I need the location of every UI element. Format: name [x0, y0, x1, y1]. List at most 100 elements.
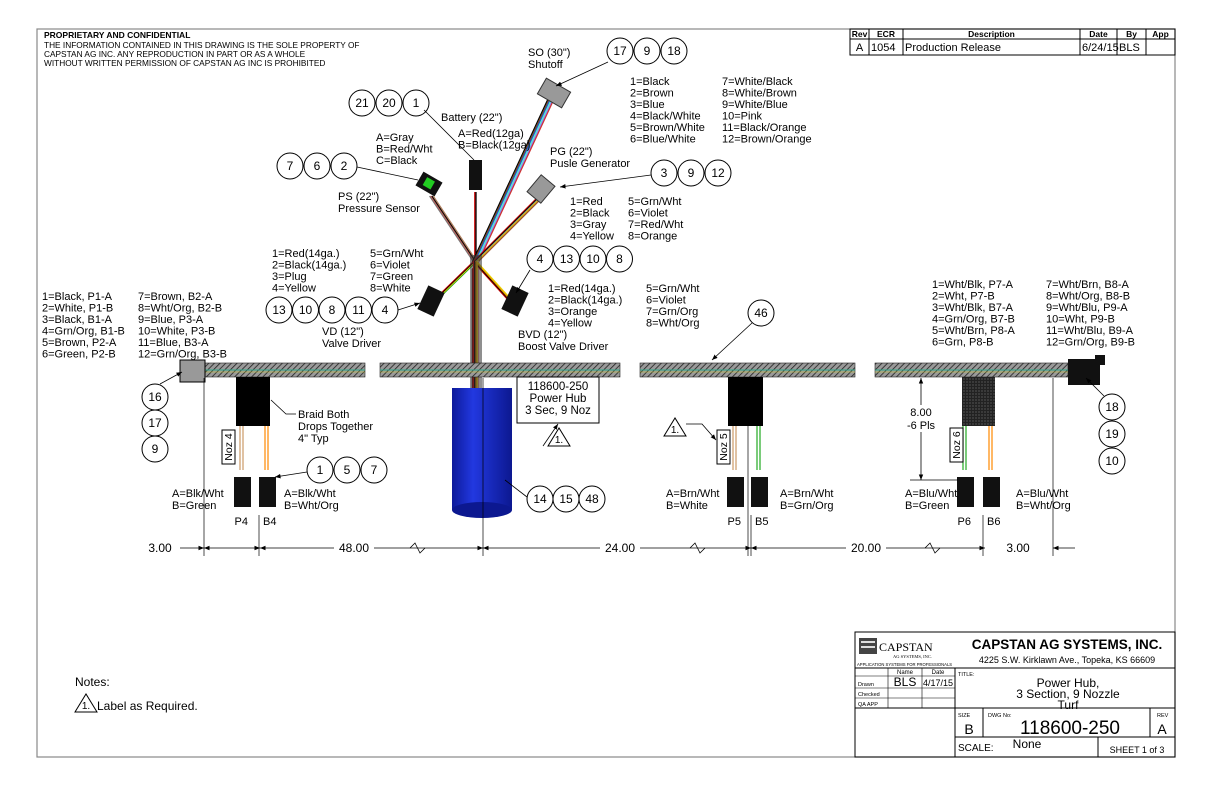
balloon-number: 6 — [314, 159, 321, 173]
title-label: TITLE: — [958, 672, 975, 678]
balloon-circle — [677, 159, 705, 187]
pressure-sensor-connector-insert — [422, 177, 435, 190]
balloon-number: 17 — [148, 416, 162, 430]
left-end-pin: 8=Wht/Org, B2-B — [138, 303, 222, 315]
left-end-pin: 3=Black, B1-A — [42, 314, 113, 326]
triangle-icon — [547, 427, 571, 447]
revision-cell: 1054 — [871, 42, 895, 54]
left-end-pin: 7=Brown, B2-A — [138, 291, 213, 303]
pg-desc: Pusle Generator — [550, 158, 630, 170]
balloon-number: 7 — [287, 159, 294, 173]
p-connector — [957, 477, 974, 507]
vd-pin: 1=Red(14ga.) — [272, 248, 340, 260]
pg-leader — [559, 174, 652, 189]
balloon-number: 2 — [341, 159, 348, 173]
power-hub-body — [452, 388, 512, 510]
balloon-number: 8 — [616, 252, 623, 266]
balloon-circle — [578, 485, 606, 513]
p-connector — [234, 477, 251, 507]
rev-label: REV — [1157, 713, 1169, 719]
power-hub-label: 118600-250 — [528, 381, 589, 393]
rev-value: A — [1157, 721, 1167, 737]
braid-note: 4" Typ — [298, 433, 329, 445]
note-text: Label as Required. — [97, 699, 198, 713]
vd-pin: 5=Grn/Wht — [370, 248, 424, 260]
item-balloon: 10 — [579, 245, 607, 273]
revision-header: ECR — [877, 29, 895, 39]
hub-label-leader — [542, 423, 559, 447]
ps-name: PS (22") — [338, 191, 379, 203]
dimension-text-bg — [846, 541, 886, 555]
balloon-number: 18 — [667, 44, 681, 58]
balloon-circle — [348, 89, 376, 117]
pg-pin: 5=Grn/Wht — [628, 196, 682, 208]
right-end-pin: 5=Wht/Brn, P8-A — [932, 325, 1016, 337]
item-balloon: 10 — [1098, 447, 1126, 475]
item-balloon: 2 — [330, 152, 358, 180]
title-block — [854, 631, 1176, 758]
bvd-pin: 5=Grn/Wht — [646, 283, 700, 295]
break-symbol — [689, 542, 706, 554]
balloon-number: 1 — [413, 96, 420, 110]
pg-pin: 7=Red/Wht — [628, 219, 683, 231]
revision-header: Description — [968, 29, 1015, 39]
so-pin: 3=Blue — [630, 99, 665, 111]
so-pin: 5=Brown/White — [630, 122, 705, 134]
braid-note: Braid Both — [298, 409, 349, 421]
item-balloon: 21 — [348, 89, 376, 117]
company-name: CAPSTAN AG SYSTEMS, INC. — [972, 637, 1163, 652]
vd-pin: 8=White — [370, 283, 411, 295]
scale-label: SCALE: — [958, 743, 994, 754]
logo-text: CAPSTAN — [879, 640, 933, 654]
size-label: SIZE — [958, 713, 971, 719]
dimension-text-bg — [334, 541, 374, 555]
bvd-pin: 3=Orange — [548, 306, 597, 318]
balloon-number: 19 — [1105, 427, 1119, 441]
balloon-number: 9 — [644, 44, 651, 58]
vd-pin: 6=Violet — [370, 260, 410, 272]
balloon-circle — [1098, 393, 1126, 421]
p-connector-pin: A=Blu/Wht — [905, 488, 957, 500]
so-connector — [536, 77, 572, 109]
revision-header: Rev — [852, 29, 868, 39]
pulse-generator-connector — [526, 174, 556, 204]
note-number: 1. — [82, 701, 90, 712]
item-balloon: 19 — [1098, 420, 1126, 448]
item-balloon: 17 — [606, 37, 634, 65]
right-end-pin: 9=Wht/Blu, P9-A — [1046, 302, 1128, 314]
b-connector — [259, 477, 276, 507]
revision-table — [849, 28, 1176, 56]
revision-cell: BLS — [1119, 42, 1140, 54]
balloon-circle — [1098, 420, 1126, 448]
confidential-text: THE INFORMATION CONTAINED IN THIS DRAWIN… — [44, 40, 359, 50]
left-end-pin: 9=Blue, P3-A — [138, 314, 204, 326]
item-balloon: 9 — [633, 37, 661, 65]
item-balloon: 10 — [292, 296, 319, 324]
name-header: Name — [897, 670, 914, 676]
nozzle-label-box — [716, 429, 731, 465]
vd-name: VD (12") — [322, 326, 364, 338]
item-balloon: 1 — [402, 89, 430, 117]
break-symbol — [409, 542, 426, 554]
drawn-label: Drawn — [858, 682, 874, 688]
valve-driver-connector — [417, 285, 445, 317]
so-desc: Shutoff — [528, 59, 564, 71]
b-connector-pin: B=Wht/Org — [1016, 500, 1071, 512]
left-end-pin: 11=Blue, B3-A — [138, 337, 209, 349]
p-connector-pin: B=White — [666, 500, 708, 512]
left-end-pin: 1=Black, P1-A — [42, 291, 113, 303]
bvd-pin: 1=Red(14ga.) — [548, 283, 616, 295]
braided-drop — [236, 377, 270, 426]
right-end-pin: 10=Wht, P9-B — [1046, 314, 1115, 326]
so-pin: 8=White/Brown — [722, 88, 797, 100]
balloon-circle — [303, 152, 331, 180]
battery-name: Battery (22") — [441, 112, 502, 124]
balloon-circle — [704, 159, 732, 187]
balloon-number: 13 — [560, 252, 574, 266]
drop-wire — [732, 426, 737, 470]
drop-wire — [756, 426, 761, 470]
vd-pin: 2=Black(14ga.) — [272, 260, 346, 272]
bvd-pin: 2=Black(14ga.) — [548, 295, 622, 307]
vd-pin: 7=Green — [370, 271, 413, 283]
